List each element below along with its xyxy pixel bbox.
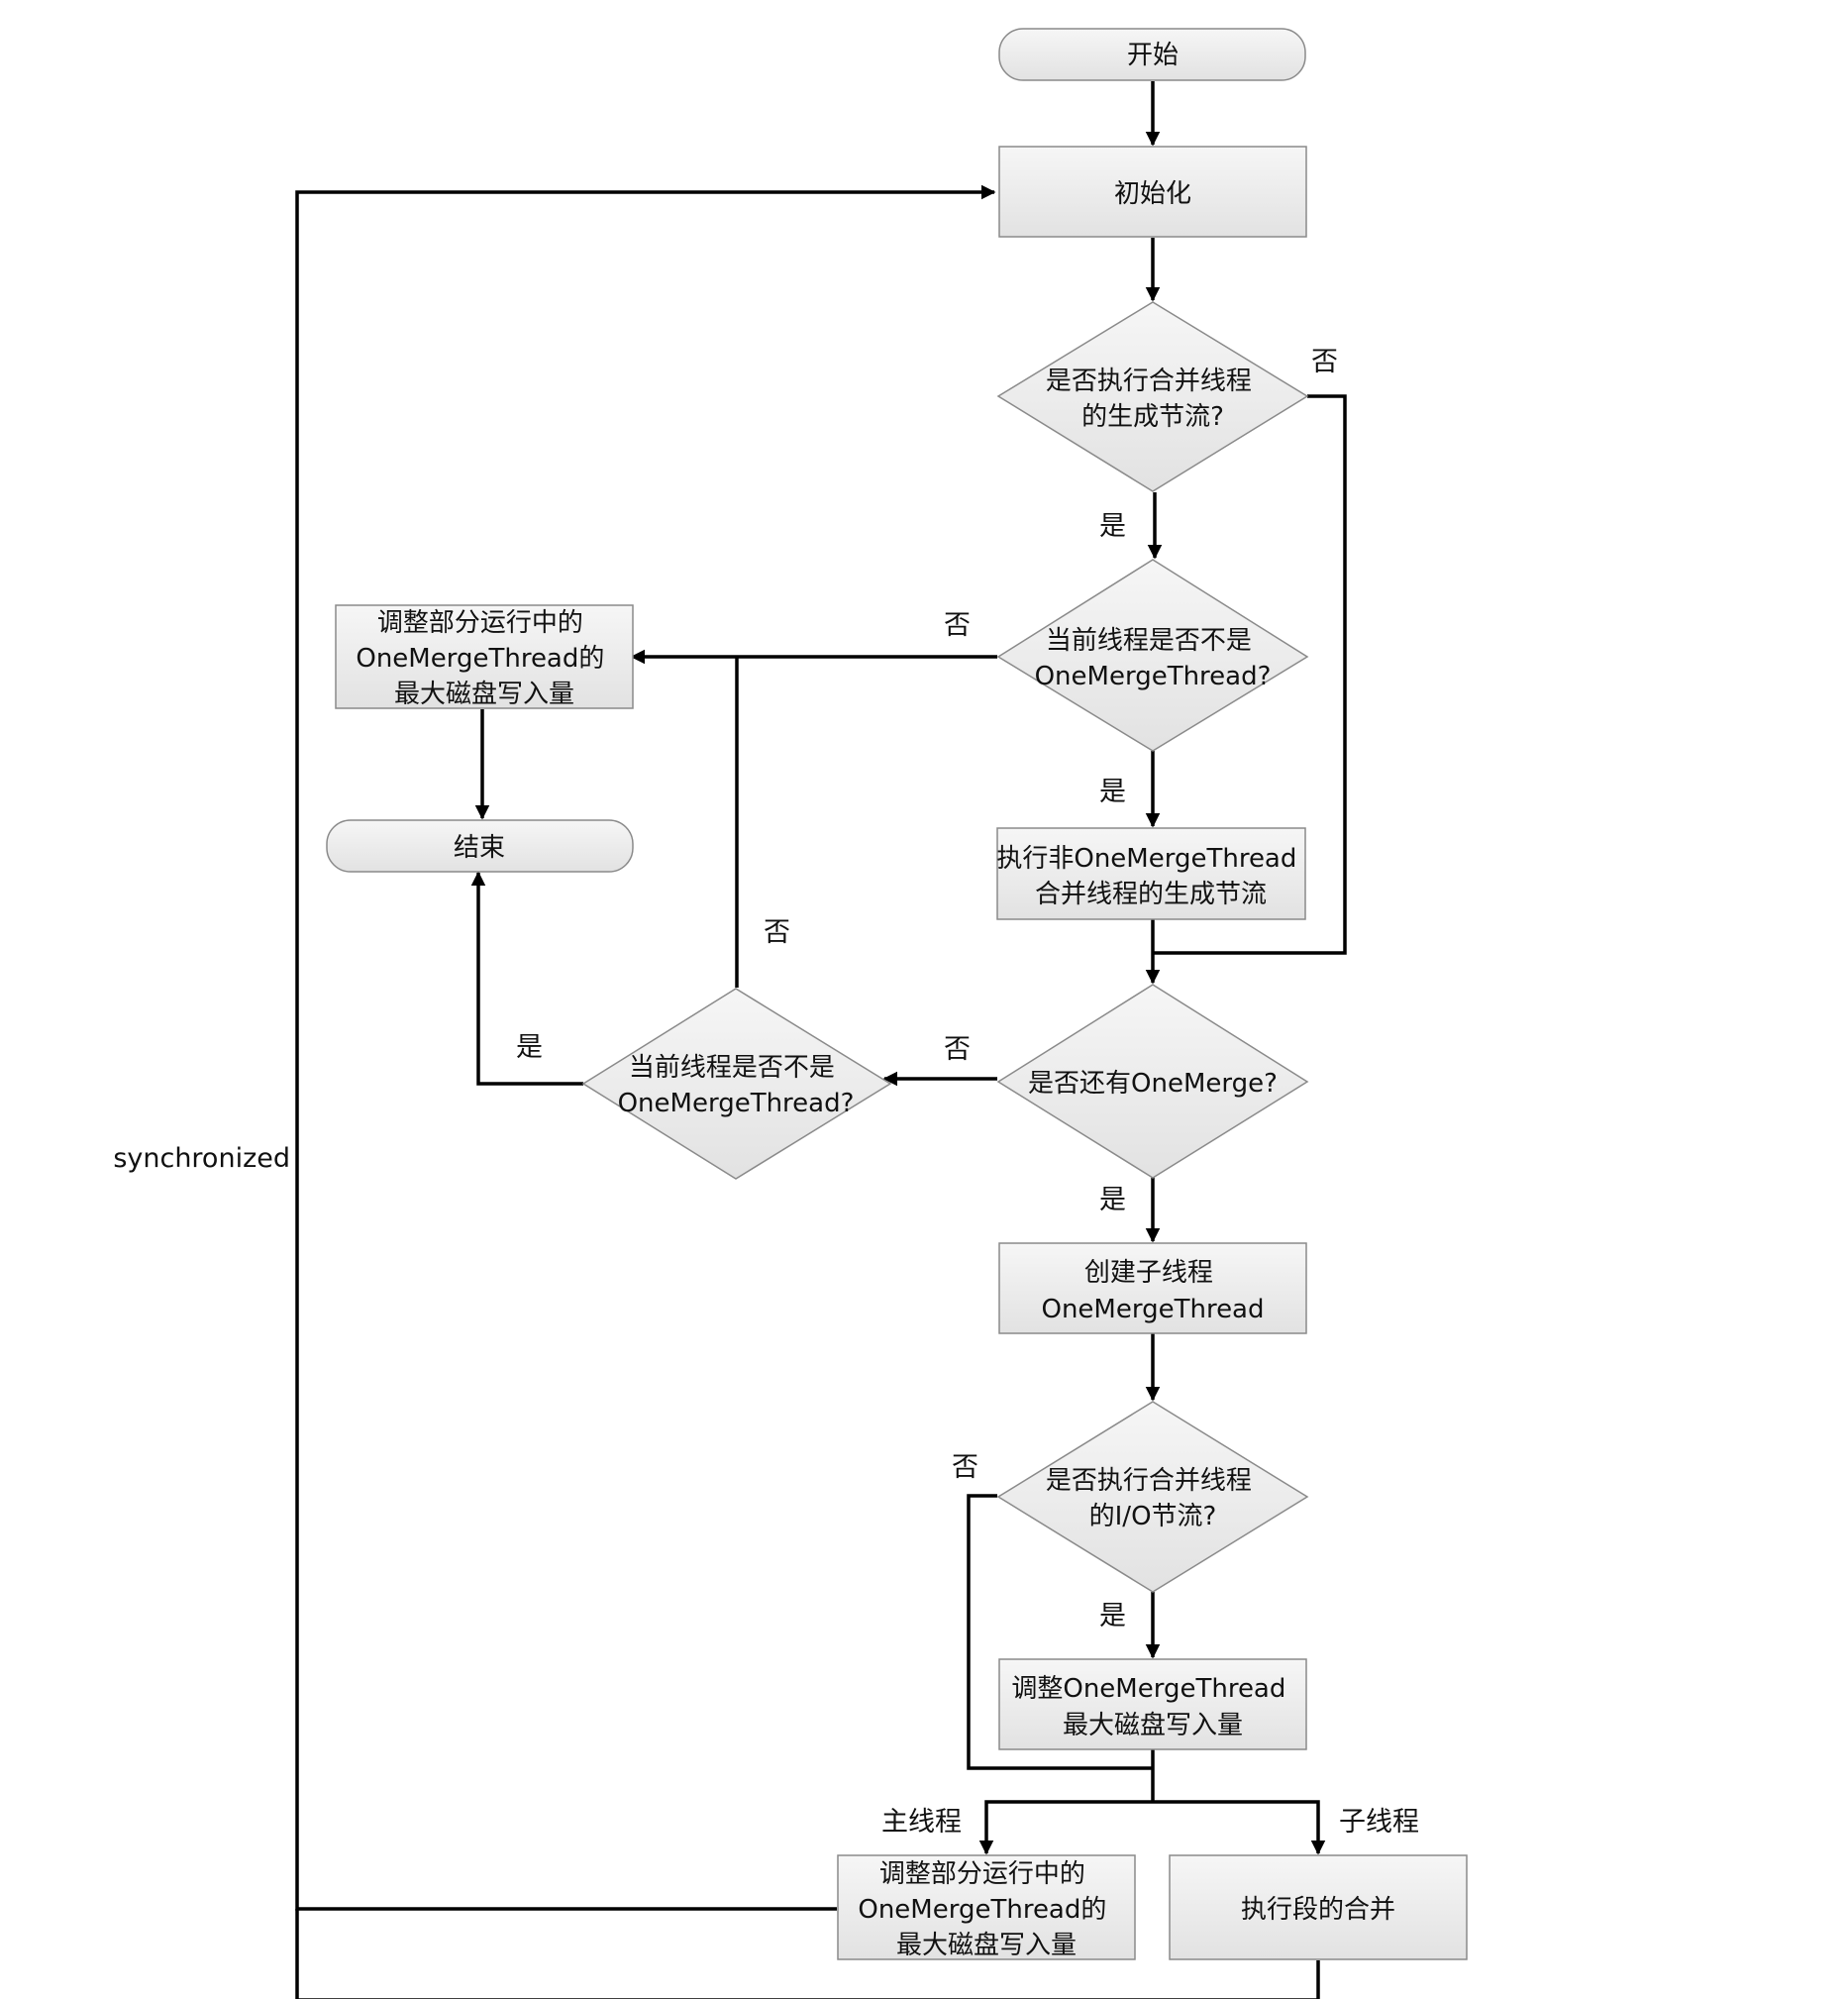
label-not-onemerge-2-yes: 是 [516,1032,543,1063]
edge-exec-merge-to-loop [295,1909,1320,1999]
exec-non-onemerge-line-2: 合并线程的生成节流 [1035,880,1267,909]
merge-throttle-decision: 是否执行合并线程 的生成节流? [996,301,1309,492]
not-onemerge-decision-2-line-2: OneMergeThread? [618,1089,855,1118]
label-main-thread: 主线程 [881,1807,962,1838]
label-not-onemerge-1-no: 否 [944,610,971,641]
exec-non-onemerge-line-1: 执行非OneMergeThread [996,844,1296,874]
edge-split-child-thread [1153,1800,1326,1855]
not-onemerge-decision-2: 当前线程是否不是 OneMergeThread? [581,988,892,1180]
label-child-thread: 子线程 [1339,1807,1419,1838]
exec-non-onemerge-node: 执行非OneMergeThread 合并线程的生成节流 [996,827,1306,920]
svg-text:结束: 结束 [454,833,505,863]
has-onemerge-decision: 是否还有OneMerge? [996,984,1309,1179]
merge-throttle-decision-line-2: 的生成节流? [1081,402,1224,432]
label-merge-throttle-no: 否 [1311,347,1338,377]
io-throttle-decision-line-1: 是否执行合并线程 [1046,1466,1252,1496]
adjust-running-bottom-line-2: OneMergeThread的 [858,1895,1106,1925]
svg-text:当前线程是否不是 OneMergeThrea: 当前线程是否不是 OneMergeThread? [618,1053,855,1118]
create-thread-line-2: OneMergeThread [1041,1295,1264,1324]
not-onemerge-decision-2-line-1: 当前线程是否不是 [629,1053,835,1083]
adjust-running-bottom-line-1: 调整部分运行中的 [879,1859,1085,1889]
end-node: 结束 [326,819,634,873]
svg-text:是否还有OneMerge?: 是否还有OneMerge? [1028,1069,1278,1099]
io-throttle-decision: 是否执行合并线程 的I/O节流? [996,1401,1309,1593]
has-onemerge-decision-line-1: 是否还有OneMerge? [1028,1069,1278,1099]
label-has-onemerge-yes: 是 [1099,1185,1126,1215]
label-merge-throttle-yes: 是 [1099,511,1126,542]
adjust-max-write-line-1: 调整OneMergeThread [1011,1674,1285,1704]
svg-text:调整部分运行中的 OneMergeThrea: 调整部分运行中的 OneMergeThread的 最大磁盘写入量 [858,1859,1114,1960]
exec-merge-node: 执行段的合并 [1169,1854,1468,1960]
not-onemerge-decision-1-line-1: 当前线程是否不是 [1046,626,1252,656]
svg-text:初始化: 初始化 [1114,179,1191,209]
not-onemerge-decision-1: 当前线程是否不是 OneMergeThread? [996,559,1309,752]
start-node: 开始 [998,28,1306,81]
adjust-running-top-node: 调整部分运行中的 OneMergeThread的 最大磁盘写入量 [335,604,634,709]
adjust-running-bottom-line-3: 最大磁盘写入量 [896,1931,1077,1960]
init-node: 初始化 [998,146,1307,238]
edge-merge-throttle-no [1153,394,1347,955]
label-has-onemerge-no: 否 [944,1034,971,1065]
svg-text:开始: 开始 [1127,41,1179,70]
exec-merge-line-1: 执行段的合并 [1241,1895,1395,1925]
not-onemerge-decision-1-line-2: OneMergeThread? [1035,662,1272,691]
adjust-max-write-node: 调整OneMergeThread 最大磁盘写入量 [998,1658,1307,1750]
create-thread-node: 创建子线程 OneMergeThread [998,1242,1307,1334]
edge-split-main-thread [978,1800,1153,1855]
nodes: 开始 初始化 是否执行合并线程 的生成节流? 当前线程是否不是 OneMerge… [326,28,1468,1960]
svg-text:是否执行合并线程 的I/O节流?: 是否执行合并线程 的I/O节流? [1046,1466,1260,1531]
edges [295,81,1347,1999]
svg-text:当前线程是否不是 OneMergeThrea: 当前线程是否不是 OneMergeThread? [1035,626,1272,691]
edge-io-throttle-no [967,1494,1153,1770]
label-io-throttle-yes: 是 [1099,1601,1126,1631]
create-thread-line-1: 创建子线程 [1084,1258,1213,1288]
svg-text:执行非OneMergeThread 合并线程: 执行非OneMergeThread 合并线程的生成节流 [996,844,1304,909]
edge-labels: 否 是 否 是 否 是 否 是 否 是 主线程 子线程 synchronized [113,347,1419,1838]
io-throttle-decision-line-2: 的I/O节流? [1089,1502,1217,1531]
label-synchronized: synchronized [113,1143,290,1174]
start-node-line-1: 开始 [1127,41,1179,70]
adjust-max-write-line-2: 最大磁盘写入量 [1063,1711,1243,1740]
label-not-onemerge-2-no: 否 [764,917,790,948]
merge-throttle-decision-line-1: 是否执行合并线程 [1046,367,1252,396]
svg-text:调整部分运行中的 OneMergeThrea: 调整部分运行中的 OneMergeThread的 最大磁盘写入量 [356,608,612,709]
adjust-running-top-line-3: 最大磁盘写入量 [394,680,574,709]
adjust-running-top-line-2: OneMergeThread的 [356,644,604,674]
svg-text:创建子线程 OneMergeThread: 创建子线程 OneMergeThread [1041,1258,1264,1324]
init-node-line-1: 初始化 [1114,179,1191,209]
adjust-running-bottom-node: 调整部分运行中的 OneMergeThread的 最大磁盘写入量 [837,1854,1136,1960]
end-node-line-1: 结束 [454,833,505,863]
label-not-onemerge-1-yes: 是 [1099,777,1126,807]
adjust-running-top-line-1: 调整部分运行中的 [377,608,583,638]
svg-text:调整OneMergeThread 最大磁盘写: 调整OneMergeThread 最大磁盘写入量 [1011,1674,1293,1740]
svg-text:是否执行合并线程 的生成节流?: 是否执行合并线程 的生成节流? [1046,367,1260,432]
svg-text:执行段的合并: 执行段的合并 [1241,1895,1395,1925]
edge-not-onemerge-2-yes [470,871,583,1086]
edge-synchronized-loop [295,184,996,1911]
label-io-throttle-no: 否 [952,1452,978,1483]
